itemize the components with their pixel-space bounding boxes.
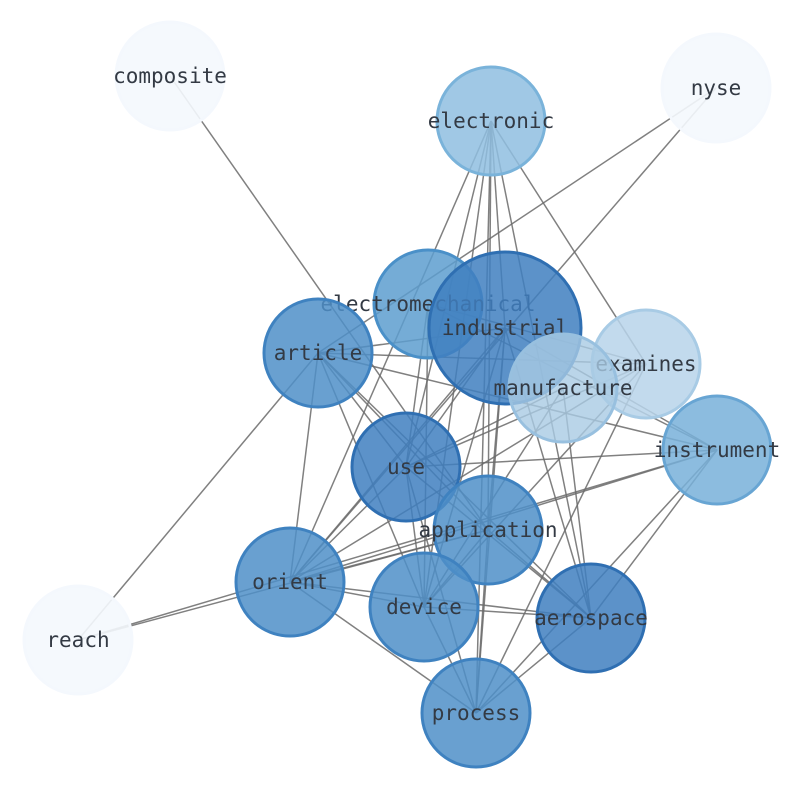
node-circle-composite xyxy=(114,20,226,132)
node-label-application: application xyxy=(418,518,557,542)
node-label-device: device xyxy=(386,595,462,619)
node-circle-nyse xyxy=(660,32,772,144)
node-label-instrument: instrument xyxy=(654,438,780,462)
node-use: use xyxy=(350,411,462,523)
node-circle-manufacture xyxy=(507,332,619,444)
node-instrument: instrument xyxy=(654,394,780,506)
node-device: device xyxy=(368,551,480,663)
edge-reach-article xyxy=(77,352,319,641)
node-manufacture: manufacture xyxy=(493,332,633,444)
node-label-process: process xyxy=(432,701,521,725)
node-label-use: use xyxy=(387,455,425,479)
node-circle-use xyxy=(350,411,462,523)
node-label-nyse: nyse xyxy=(691,76,742,100)
node-application: application xyxy=(418,474,558,586)
node-circle-instrument xyxy=(661,394,773,506)
node-label-reach: reach xyxy=(46,628,109,652)
node-circle-device xyxy=(368,551,480,663)
node-label-orient: orient xyxy=(252,570,328,594)
edge-examines-process xyxy=(475,363,647,714)
node-reach: reach xyxy=(22,584,134,696)
node-electronic: electronic xyxy=(428,65,554,177)
node-circle-process xyxy=(420,657,532,769)
node-label-electronic: electronic xyxy=(428,109,554,133)
node-circle-aerospace xyxy=(535,562,647,674)
edge-electronic-orient xyxy=(289,120,492,583)
node-label-aerospace: aerospace xyxy=(534,606,648,630)
node-label-article: article xyxy=(274,341,363,365)
node-article: article xyxy=(262,297,374,409)
node-label-composite: composite xyxy=(113,64,227,88)
node-circle-application xyxy=(432,474,544,586)
node-circle-reach xyxy=(22,584,134,696)
node-label-manufacture: manufacture xyxy=(493,376,632,400)
node-circle-article xyxy=(262,297,374,409)
node-composite: composite xyxy=(113,20,227,132)
node-circle-orient xyxy=(234,526,346,638)
node-nyse: nyse xyxy=(660,32,772,144)
node-process: process xyxy=(420,657,532,769)
node-aerospace: aerospace xyxy=(534,562,648,674)
node-circle-electronic xyxy=(435,65,547,177)
node-orient: orient xyxy=(234,526,346,638)
